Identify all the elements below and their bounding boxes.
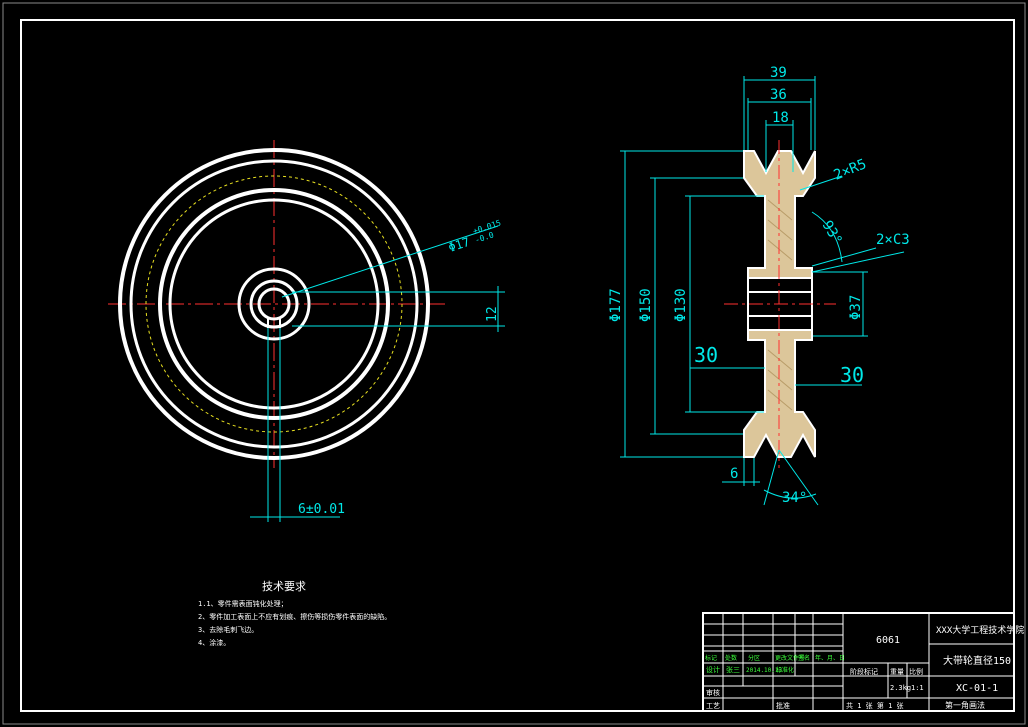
- design-date: 2014.10.13: [746, 667, 783, 674]
- keyway-width-dimension: 6±0.01: [298, 502, 345, 517]
- check-label: 审核: [706, 688, 720, 697]
- tech-note-4: 4、涂漆。: [198, 638, 230, 647]
- svg-text:标记: 标记: [705, 654, 717, 662]
- scale-label: 比例: [909, 667, 923, 676]
- technical-notes: 技术要求 1.1、零件需表面钝化处理； 2、零件加工表面上不应有划痕、擦伤等损伤…: [198, 580, 391, 647]
- svg-text:年、月、日: 年、月、日: [815, 654, 845, 662]
- inner-frame: [20, 19, 1015, 712]
- school-text: XXX大学工程技术学院: [936, 624, 1024, 636]
- std-label: 标准化: [776, 666, 794, 674]
- hub-diameter-dimension: Φ37: [848, 295, 864, 320]
- keyway-height-dimension: 12: [485, 306, 500, 322]
- outer-diameter-dimension: Φ177: [608, 288, 624, 322]
- svg-text:签名: 签名: [798, 654, 810, 662]
- keyway: [267, 318, 281, 328]
- web-dimension-left: 30: [694, 343, 718, 367]
- fillet-dimension: 2×R5: [832, 156, 869, 183]
- weight-label: 重量: [890, 668, 904, 676]
- stage-label: 阶段标记: [850, 667, 878, 676]
- angle-note-text: 第一角画法: [945, 700, 985, 710]
- svg-text:更改文件号: 更改文件号: [775, 654, 805, 662]
- tech-note-3: 3、去除毛刺飞边。: [198, 625, 258, 634]
- outer-rim-circle: [118, 148, 430, 460]
- svg-text:分区: 分区: [748, 654, 760, 662]
- web-outer-circle: [158, 188, 390, 420]
- drawing-number-text: XC-01-1: [956, 683, 998, 694]
- tech-notes-title: 技术要求: [262, 580, 306, 593]
- groove-pitch-dimension: 18: [772, 110, 789, 126]
- designer-name: 张三: [726, 665, 740, 674]
- material-text: 6061: [876, 635, 900, 646]
- hub-circle-outer: [237, 267, 311, 341]
- designer-label: 设计: [706, 665, 720, 674]
- web-diameter-dimension: Φ130: [673, 288, 689, 322]
- sheet-info: 共 1 张 第 1 张: [846, 701, 904, 710]
- bore-circle: [257, 287, 291, 321]
- tech-note-1: 1.1、零件需表面钝化处理；: [198, 599, 288, 608]
- part-name-text: 大带轮直径150: [943, 654, 1011, 667]
- section-upper: [743, 150, 816, 279]
- width-mid-dimension: 36: [770, 87, 787, 103]
- width-total-dimension: 39: [770, 65, 787, 81]
- approve-label: 批准: [776, 701, 790, 710]
- front-view: Φ17 +0.015 -0.0 12 6±0.01: [108, 140, 505, 522]
- edge-dimension: 6: [730, 466, 738, 482]
- groove-top-angle: 93°: [819, 218, 846, 248]
- tech-note-2: 2、零件加工表面上不应有划痕、擦伤等损伤零件表面的缺陷。: [198, 612, 391, 621]
- weight-value: 2.3kg: [890, 684, 911, 692]
- chamfer-dimension: 2×C3: [876, 232, 910, 248]
- web-inner-circle: [168, 198, 380, 410]
- bore-dimension: Φ17: [447, 235, 472, 255]
- scale-value: 1:1: [911, 684, 924, 692]
- pitch-circle: [145, 175, 403, 433]
- outer-rim-inner-circle: [129, 159, 419, 449]
- svg-text:处数: 处数: [725, 654, 737, 662]
- groove-angle-dimension: 34°: [782, 490, 807, 506]
- title-block: 6061 XXX大学工程技术学院 大带轮直径150 XC-01-1 第一角画法 …: [702, 612, 1024, 712]
- process-label: 工艺: [706, 702, 720, 710]
- side-section-view: 39 36 18 2×R5 93° 2×C3 Φ177 Φ150 Φ130: [608, 65, 910, 506]
- pitch-diameter-dimension: Φ150: [638, 288, 654, 322]
- web-dimension-right: 30: [840, 363, 864, 387]
